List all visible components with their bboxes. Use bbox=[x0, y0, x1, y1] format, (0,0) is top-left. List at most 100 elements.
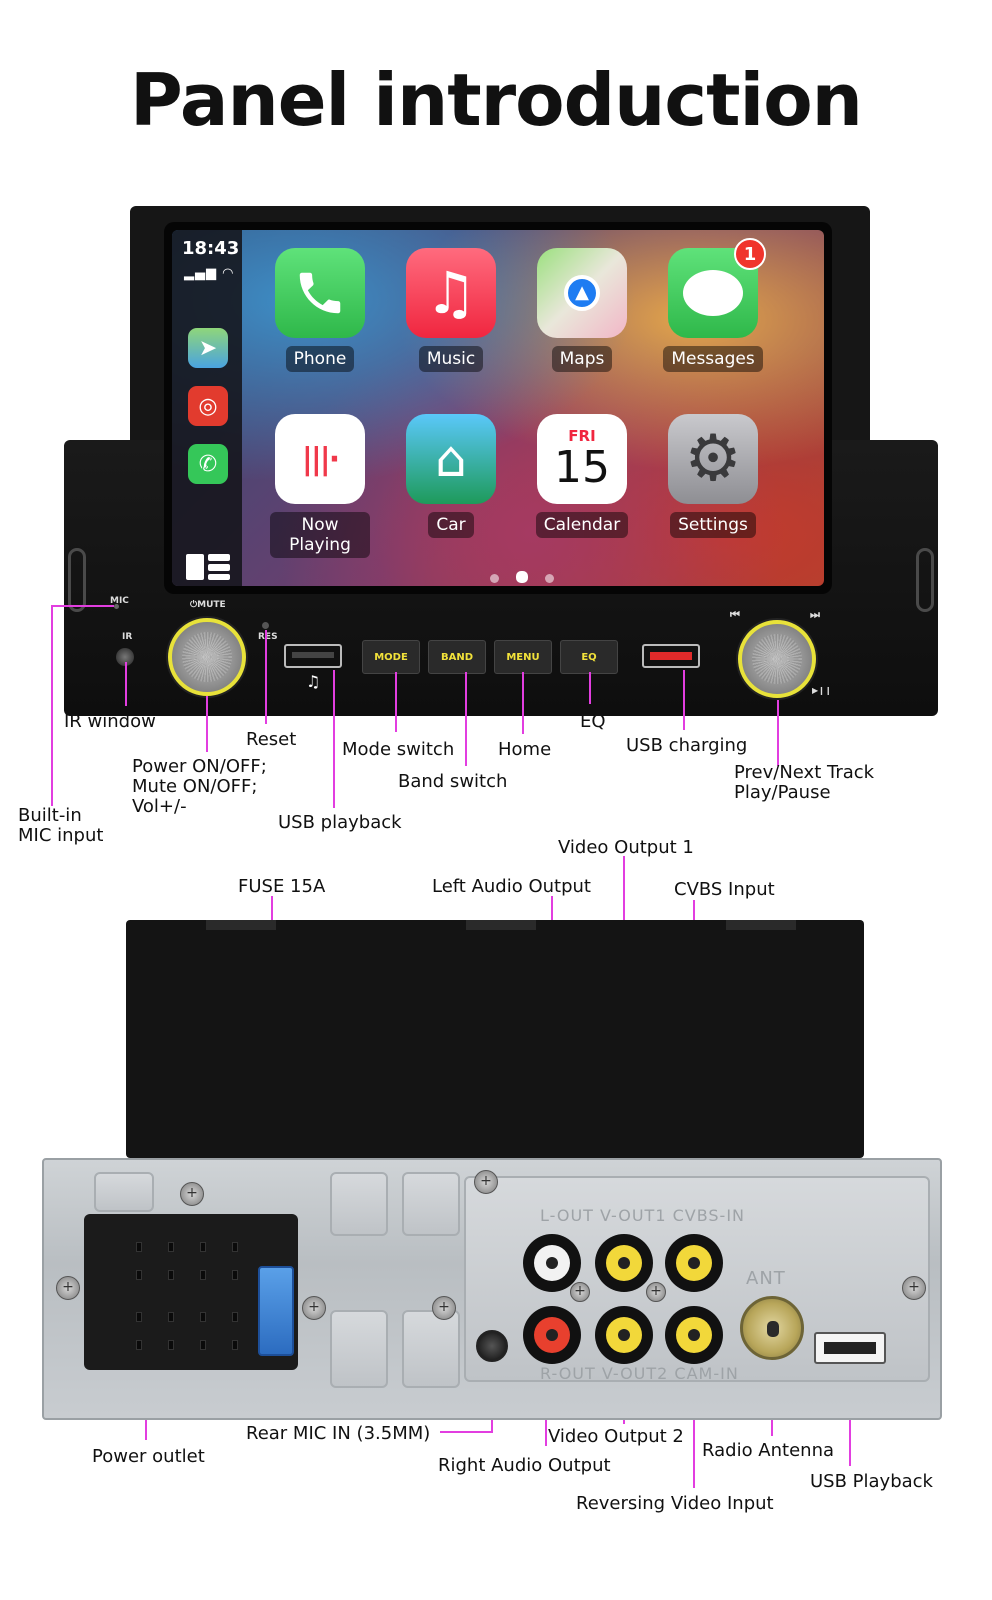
callout-mic-line-2: MIC input bbox=[18, 825, 104, 846]
mount-bracket-left bbox=[68, 548, 86, 612]
callout-cvbs-input: CVBS Input bbox=[674, 879, 775, 900]
rca-cvbs-in[interactable] bbox=[665, 1234, 723, 1292]
callout-mic-line-1: Built-in bbox=[18, 805, 82, 826]
notification-badge: 1 bbox=[734, 238, 766, 270]
callout-eq: EQ bbox=[580, 711, 606, 732]
prev-track-icon: ⏮ bbox=[730, 608, 740, 621]
screw-icon: + bbox=[902, 1276, 926, 1300]
app-settings[interactable]: ⚙ Settings bbox=[663, 414, 763, 538]
dock-maps-icon[interactable]: ➤ bbox=[188, 328, 228, 368]
mic-hole bbox=[114, 604, 119, 609]
app-phone[interactable]: Phone bbox=[270, 248, 370, 372]
menu-button[interactable]: MENU bbox=[494, 640, 552, 674]
page-title: Panel introduction bbox=[130, 58, 863, 142]
screw-icon: + bbox=[474, 1170, 498, 1194]
mount-bracket-right bbox=[916, 548, 934, 612]
reset-hole[interactable] bbox=[262, 622, 269, 629]
callout-prev-next-line-2: Play/Pause bbox=[734, 782, 831, 803]
app-music[interactable]: ♫ Music bbox=[401, 248, 501, 372]
callout-power-line-2: Mute ON/OFF; bbox=[132, 776, 258, 797]
callout-mode-switch: Mode switch bbox=[342, 739, 455, 760]
callout-power-outlet: Power outlet bbox=[92, 1446, 205, 1467]
rca-right-audio-out[interactable] bbox=[523, 1306, 581, 1364]
callout-reset: Reset bbox=[246, 729, 297, 750]
touch-screen[interactable]: 18:43 ▂▄▆ ◠ ➤ ◎ ✆ Phone bbox=[164, 222, 832, 594]
app-maps[interactable]: ▲ Maps bbox=[532, 248, 632, 372]
callout-power-line-3: Vol+/- bbox=[132, 796, 187, 817]
screw-icon: + bbox=[646, 1282, 666, 1302]
fuse[interactable] bbox=[258, 1266, 294, 1356]
track-knob[interactable] bbox=[738, 620, 816, 698]
callout-usb-charging: USB charging bbox=[626, 735, 748, 756]
rear-usb-port[interactable] bbox=[814, 1332, 886, 1364]
callout-video-output-1: Video Output 1 bbox=[558, 837, 694, 858]
callout-power-line-1: Power ON/OFF; bbox=[132, 756, 267, 777]
rca-reversing-video-in[interactable] bbox=[665, 1306, 723, 1364]
app-now-playing[interactable]: |||· Now Playing bbox=[270, 414, 370, 558]
ir-window bbox=[116, 648, 134, 666]
callout-left-audio: Left Audio Output bbox=[432, 876, 591, 897]
rca-left-audio-out[interactable] bbox=[523, 1234, 581, 1292]
screw-icon: + bbox=[570, 1282, 590, 1302]
rear-emboss bbox=[402, 1172, 460, 1236]
mode-button[interactable]: MODE bbox=[362, 640, 420, 674]
screw-icon: + bbox=[302, 1296, 326, 1320]
settings-app-icon: ⚙ bbox=[668, 414, 758, 504]
rca-video-out-1[interactable] bbox=[595, 1234, 653, 1292]
signal-wifi-icon: ▂▄▆ ◠ bbox=[184, 266, 235, 281]
app-label: Car bbox=[428, 512, 474, 538]
callout-fuse: FUSE 15A bbox=[238, 876, 326, 897]
dashboard-toggle-icon[interactable] bbox=[186, 554, 230, 580]
engraving-ant: ANT bbox=[746, 1268, 786, 1289]
callout-right-audio: Right Audio Output bbox=[438, 1455, 611, 1476]
carplay-dock: 18:43 ▂▄▆ ◠ ➤ ◎ ✆ bbox=[172, 230, 242, 586]
eq-button[interactable]: EQ bbox=[560, 640, 618, 674]
screw-icon: + bbox=[432, 1296, 456, 1320]
callout-radio-antenna: Radio Antenna bbox=[702, 1440, 835, 1461]
power-mute-label: ⏻MUTE bbox=[190, 600, 226, 610]
app-label: Calendar bbox=[535, 512, 629, 538]
front-unit: 18:43 ▂▄▆ ◠ ➤ ◎ ✆ Phone bbox=[0, 0, 992, 740]
app-label: Messages bbox=[663, 346, 763, 372]
now-playing-app-icon: |||· bbox=[275, 414, 365, 504]
front-usb-charging-port[interactable] bbox=[642, 644, 700, 668]
callout-video-output-2: Video Output 2 bbox=[548, 1426, 684, 1447]
car-app-icon: ⌂ bbox=[406, 414, 496, 504]
rear-mic-jack[interactable] bbox=[476, 1330, 508, 1362]
app-label: Settings bbox=[670, 512, 756, 538]
ir-label: IR bbox=[122, 632, 133, 642]
calendar-app-icon: FRI 15 bbox=[537, 414, 627, 504]
chassis-top bbox=[126, 920, 864, 1158]
front-usb-playback-port[interactable] bbox=[284, 644, 342, 668]
rear-emboss bbox=[330, 1310, 388, 1388]
screw-icon: + bbox=[180, 1182, 204, 1206]
radio-antenna-socket[interactable] bbox=[740, 1296, 804, 1360]
callout-rear-mic: Rear MIC IN (3.5MM) bbox=[246, 1423, 431, 1444]
calendar-day: FRI bbox=[568, 427, 596, 445]
screw-icon: + bbox=[56, 1276, 80, 1300]
app-messages[interactable]: 1 Messages bbox=[663, 238, 766, 372]
app-label: Phone bbox=[285, 346, 355, 372]
callout-prev-next-line-1: Prev/Next Track bbox=[734, 762, 875, 783]
app-car[interactable]: ⌂ Car bbox=[401, 414, 501, 538]
callout-home: Home bbox=[498, 739, 552, 760]
music-note-icon: ♫ bbox=[306, 672, 321, 691]
calendar-date: 15 bbox=[554, 442, 610, 493]
rear-emboss bbox=[402, 1310, 460, 1388]
next-track-icon: ⏭ bbox=[810, 608, 820, 621]
callout-ir-window: IR window bbox=[64, 711, 156, 732]
rca-video-out-2[interactable] bbox=[595, 1306, 653, 1364]
callout-usb-playback: USB playback bbox=[278, 812, 402, 833]
power-volume-knob[interactable] bbox=[168, 618, 246, 696]
music-app-icon: ♫ bbox=[406, 248, 496, 338]
app-label: Now Playing bbox=[270, 512, 370, 558]
maps-app-icon: ▲ bbox=[537, 248, 627, 338]
mic-label: MIC bbox=[110, 596, 129, 606]
app-calendar[interactable]: FRI 15 Calendar bbox=[532, 414, 632, 538]
rear-emboss bbox=[94, 1172, 154, 1212]
messages-app-icon: 1 bbox=[668, 238, 766, 338]
band-button[interactable]: BAND bbox=[428, 640, 486, 674]
dock-phone-icon[interactable]: ✆ bbox=[188, 444, 228, 484]
dock-netease-music-icon[interactable]: ◎ bbox=[188, 386, 228, 426]
page-indicator bbox=[490, 568, 571, 586]
